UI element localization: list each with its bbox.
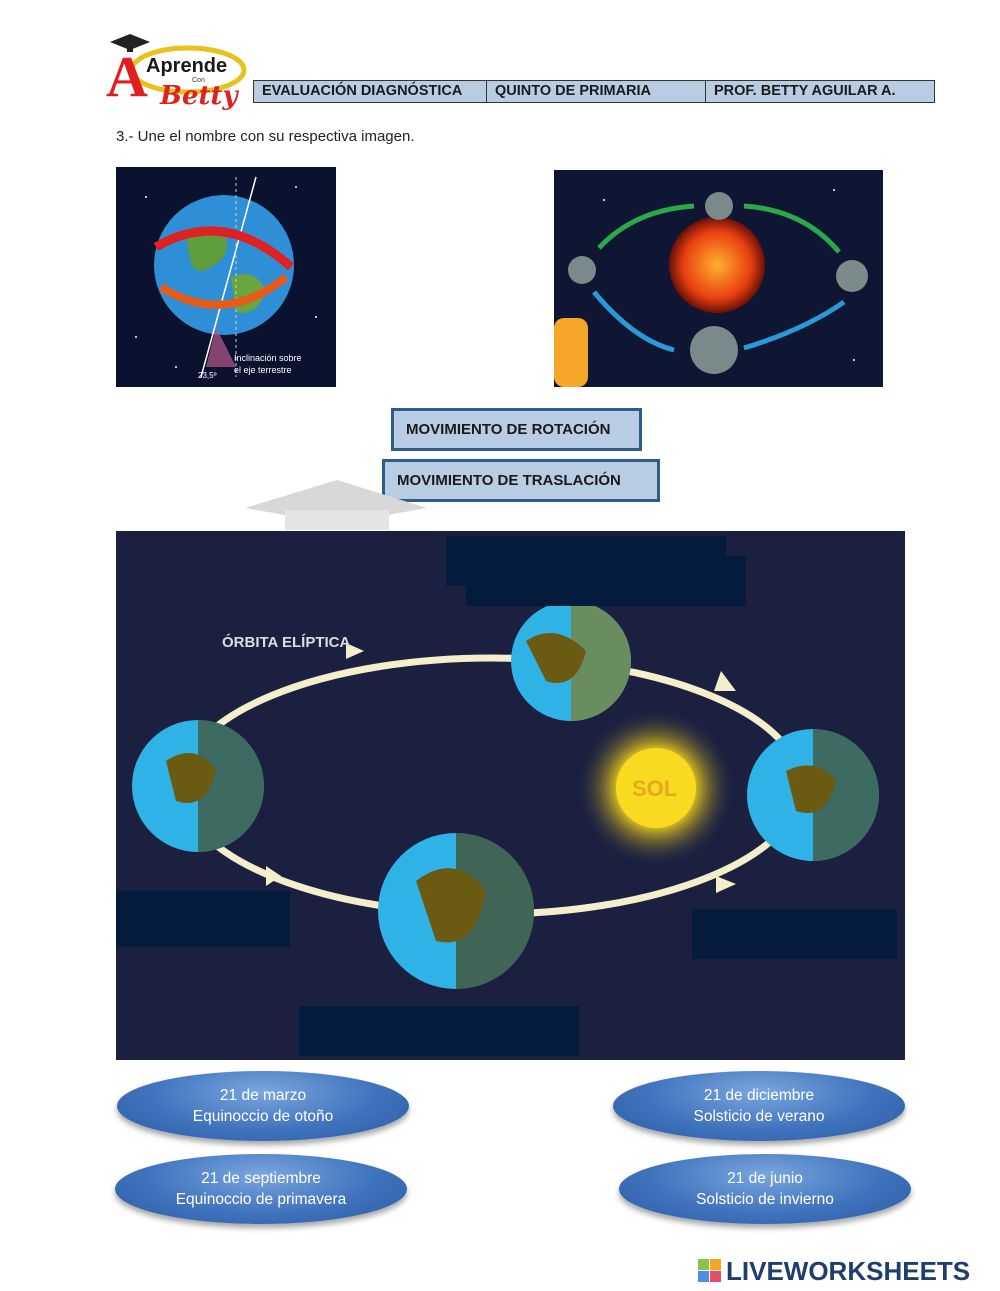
header-cell-teacher: PROF. BETTY AGUILAR A. bbox=[714, 83, 896, 99]
header-cell-evaluation: EVALUACIÓN DIAGNÓSTICA bbox=[254, 81, 487, 102]
liveworksheets-brand: LIVEWORKSHEETS bbox=[726, 1255, 971, 1286]
earth-top bbox=[511, 601, 631, 721]
oval-september-event: Equinoccio de primavera bbox=[175, 1191, 347, 1208]
oval-june[interactable]: 21 de junio Solsticio de invierno bbox=[619, 1154, 911, 1224]
drop-box-left bbox=[116, 891, 290, 947]
drop-box-bottom bbox=[299, 1006, 579, 1056]
svg-text:A: A bbox=[106, 44, 148, 109]
label-rotation[interactable]: MOVIMIENTO DE ROTACIÓN bbox=[391, 408, 642, 451]
svg-text:Betty: Betty bbox=[159, 81, 240, 111]
svg-text:Aprende: Aprende bbox=[146, 55, 227, 77]
cap-watermark bbox=[245, 478, 430, 530]
earth-left bbox=[132, 720, 264, 852]
earth-bottom bbox=[378, 833, 534, 989]
oval-december-event: Solsticio de verano bbox=[693, 1108, 825, 1125]
oval-december-date: 21 de diciembre bbox=[703, 1087, 815, 1104]
orbit-label: ÓRBITA ELÍPTICA bbox=[222, 633, 350, 651]
liveworksheets-icon bbox=[698, 1259, 721, 1282]
liveworksheets-logo: LIVEWORKSHEETS bbox=[698, 1255, 971, 1286]
header-table: EVALUACIÓN DIAGNÓSTICA QUINTO DE PRIMARI… bbox=[253, 80, 935, 103]
rotation-image: Inclinación sobre el eje terrestre 23,5º bbox=[116, 167, 336, 387]
rotation-caption-1: Inclinación sobre bbox=[234, 353, 302, 363]
oval-june-date: 21 de junio bbox=[727, 1170, 803, 1187]
svg-text:Con: Con bbox=[192, 77, 205, 84]
oval-december[interactable]: 21 de diciembre Solsticio de verano bbox=[613, 1071, 905, 1141]
earth-right bbox=[747, 729, 879, 861]
rotation-caption-2: el eje terrestre bbox=[234, 365, 292, 375]
orbit-image: ÓRBITA ELÍPTICA SOL bbox=[116, 531, 905, 1060]
angle-label: 23,5º bbox=[198, 371, 217, 380]
oval-march[interactable]: 21 de marzo Equinoccio de otoño bbox=[117, 1071, 409, 1141]
oval-september-date: 21 de septiembre bbox=[201, 1170, 321, 1187]
oval-march-date: 21 de marzo bbox=[219, 1087, 307, 1104]
drop-box-right bbox=[692, 909, 897, 959]
oval-june-event: Solsticio de invierno bbox=[696, 1191, 834, 1208]
translation-image bbox=[554, 170, 883, 387]
oval-september[interactable]: 21 de septiembre Equinoccio de primavera bbox=[115, 1154, 407, 1224]
label-translation[interactable]: MOVIMIENTO DE TRASLACIÓN bbox=[382, 459, 660, 502]
oval-march-event: Equinoccio de otoño bbox=[192, 1108, 334, 1125]
drop-box-top-2 bbox=[466, 556, 746, 606]
header-cell-grade: QUINTO DE PRIMARIA bbox=[487, 81, 706, 102]
aprende-con-betty-logo: A Aprende Con Betty bbox=[100, 30, 248, 112]
sun-label: SOL bbox=[632, 776, 677, 801]
instruction-text: 3.- Une el nombre con su respectiva imag… bbox=[116, 128, 415, 145]
